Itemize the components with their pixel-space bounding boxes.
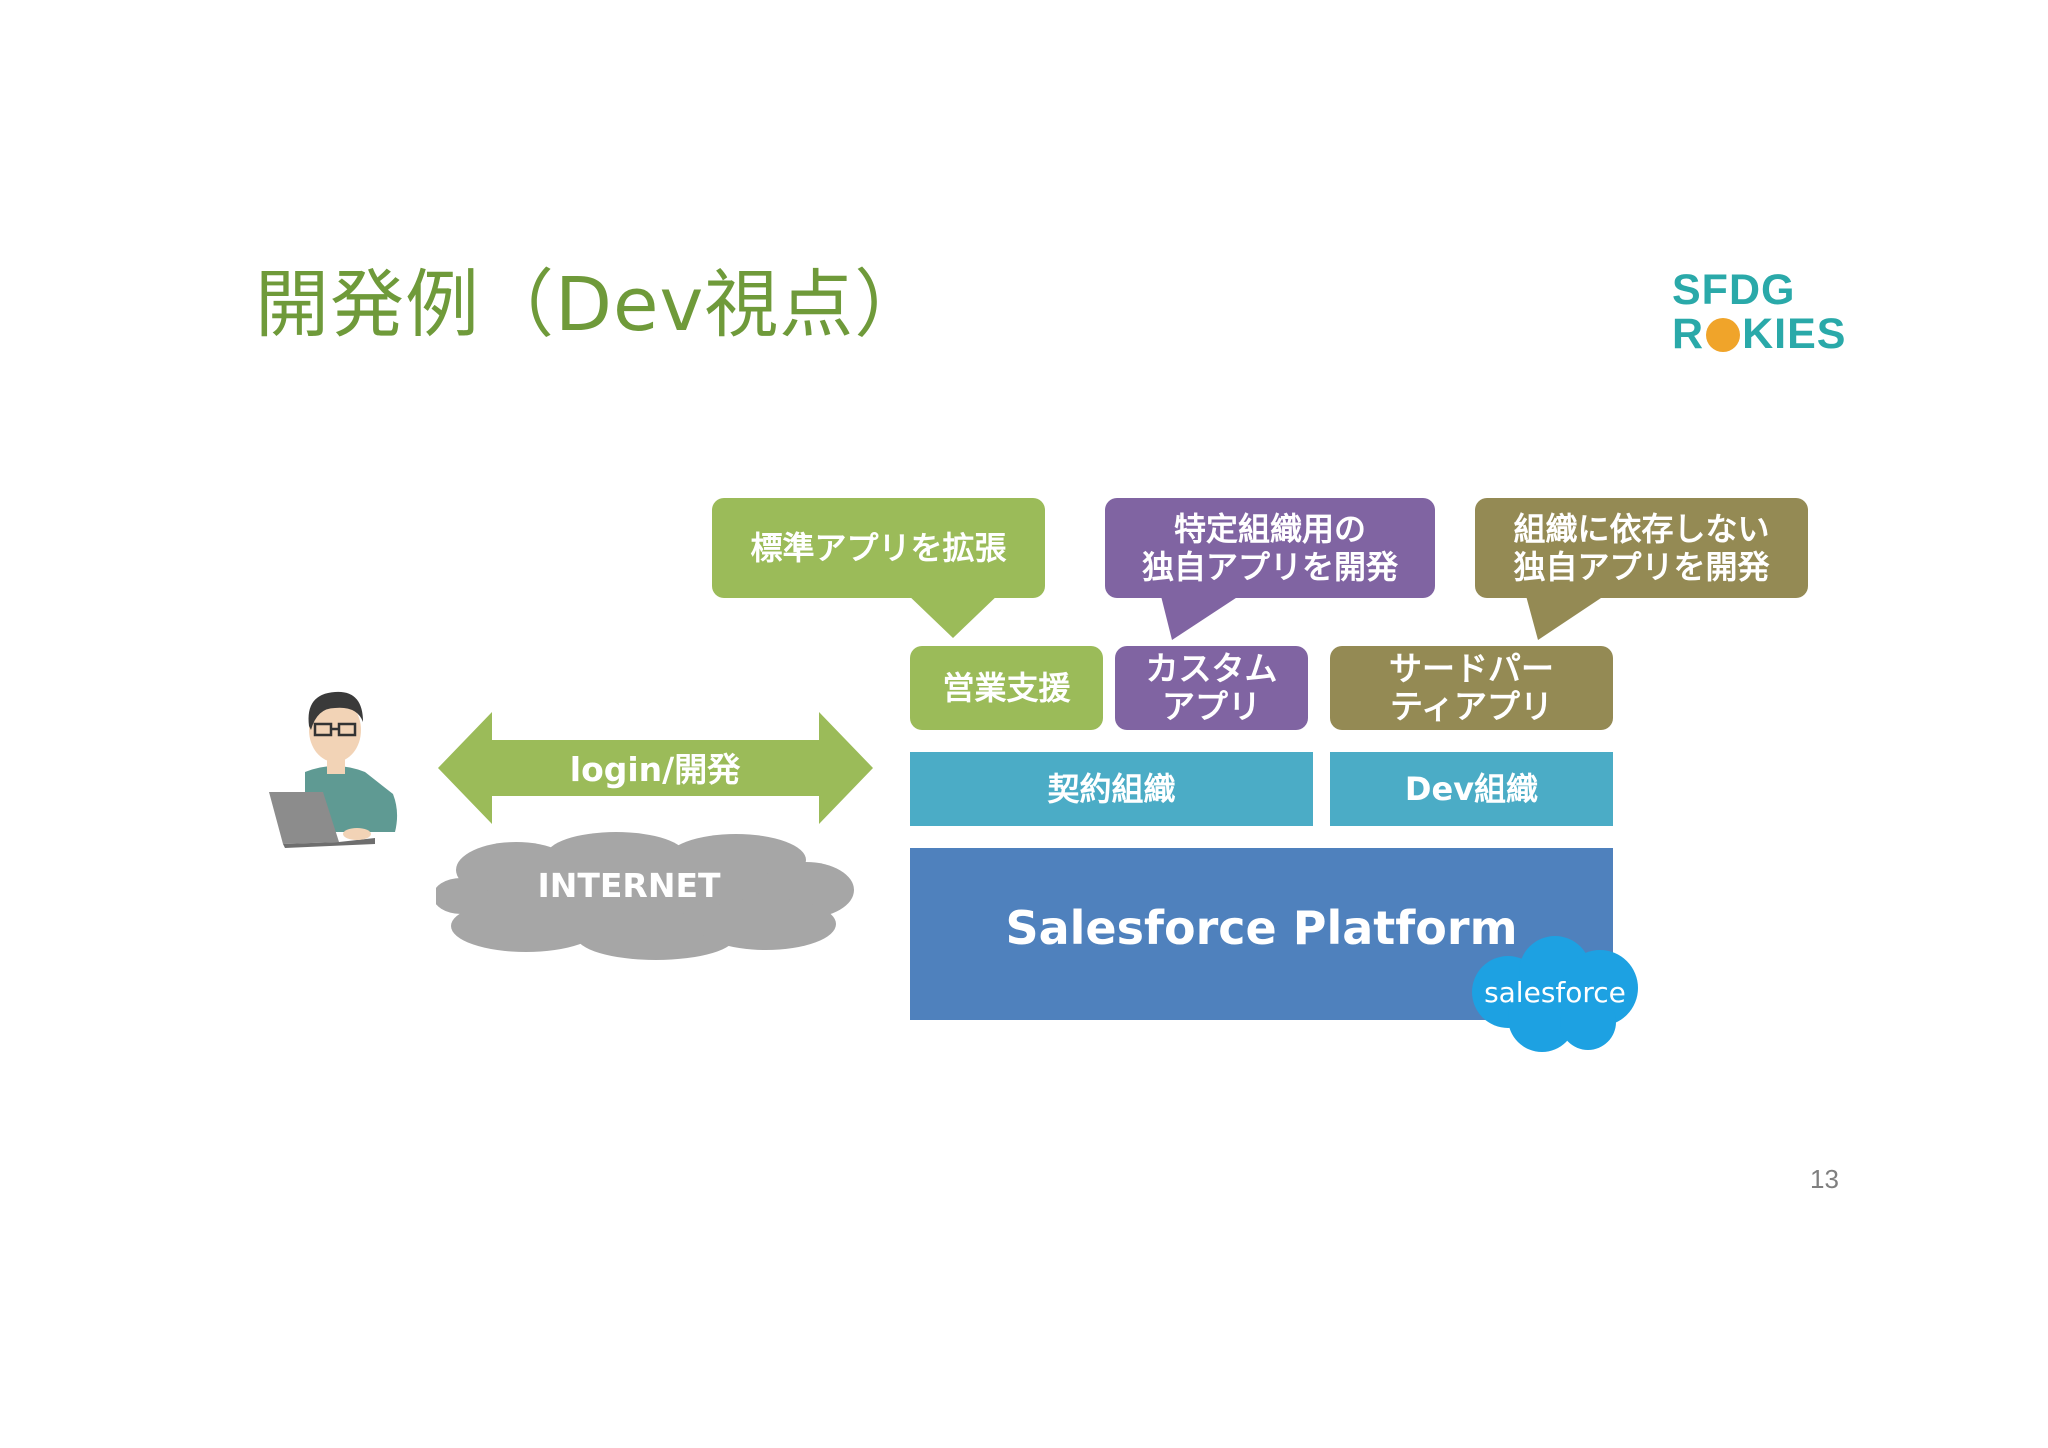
login-arrow-label: login/開発 <box>570 750 741 789</box>
login-double-arrow: login/開発 <box>438 712 873 824</box>
logo-letters: KIES <box>1742 310 1847 358</box>
org-dev: Dev組織 <box>1330 752 1613 826</box>
callout-pointer-purple <box>1160 592 1245 640</box>
salesforce-logo-icon: salesforce <box>1472 936 1638 1052</box>
app-custom-line2: アプリ <box>1162 687 1261 726</box>
callout-custom-org-line2: 独自アプリを開発 <box>1141 548 1398 586</box>
internet-label: INTERNET <box>537 866 721 905</box>
org-dev-label: Dev組織 <box>1404 769 1539 808</box>
app-custom-line1: カスタム <box>1145 649 1278 689</box>
app-third-party: サードパー ティアプリ <box>1330 646 1613 730</box>
callout-custom-org-line1: 特定組織用の <box>1173 509 1366 548</box>
callout-extend-standard-label: 標準アプリを拡張 <box>750 528 1007 567</box>
callout-pointer-green <box>905 592 1001 638</box>
salesforce-badge-text: salesforce <box>1484 976 1626 1009</box>
page-number: 13 <box>1810 1164 1839 1194</box>
logo-line-2: R KIES <box>1672 312 1846 356</box>
logo-letter: R <box>1672 310 1705 358</box>
org-contract: 契約組織 <box>910 752 1313 826</box>
callout-pointer-olive <box>1525 592 1610 640</box>
app-sales-support: 営業支援 <box>910 646 1103 730</box>
app-custom: カスタム アプリ <box>1115 646 1308 730</box>
app-third-party-line1: サードパー <box>1389 649 1554 689</box>
developer-person-icon <box>269 691 398 848</box>
app-sales-support-label: 営業支援 <box>942 668 1071 707</box>
logo-dot-icon <box>1706 318 1741 352</box>
callout-extend-standard: 標準アプリを拡張 <box>712 498 1045 598</box>
salesforce-platform-label: Salesforce Platform <box>1005 901 1518 956</box>
logo-line-1: SFDG <box>1672 266 1796 314</box>
org-contract-label: 契約組織 <box>1047 769 1176 808</box>
page-title: 開発例（Dev視点） <box>255 262 930 348</box>
callout-independent: 組織に依存しない 独自アプリを開発 <box>1475 498 1808 598</box>
internet-cloud-icon: INTERNET <box>436 832 854 960</box>
sfdg-rookies-logo: SFDG R KIES <box>1672 268 1846 356</box>
callout-independent-line2: 独自アプリを開発 <box>1513 548 1770 586</box>
callout-independent-line1: 組織に依存しない <box>1513 509 1770 548</box>
app-third-party-line2: ティアプリ <box>1389 687 1554 726</box>
callout-custom-org: 特定組織用の 独自アプリを開発 <box>1105 498 1435 598</box>
